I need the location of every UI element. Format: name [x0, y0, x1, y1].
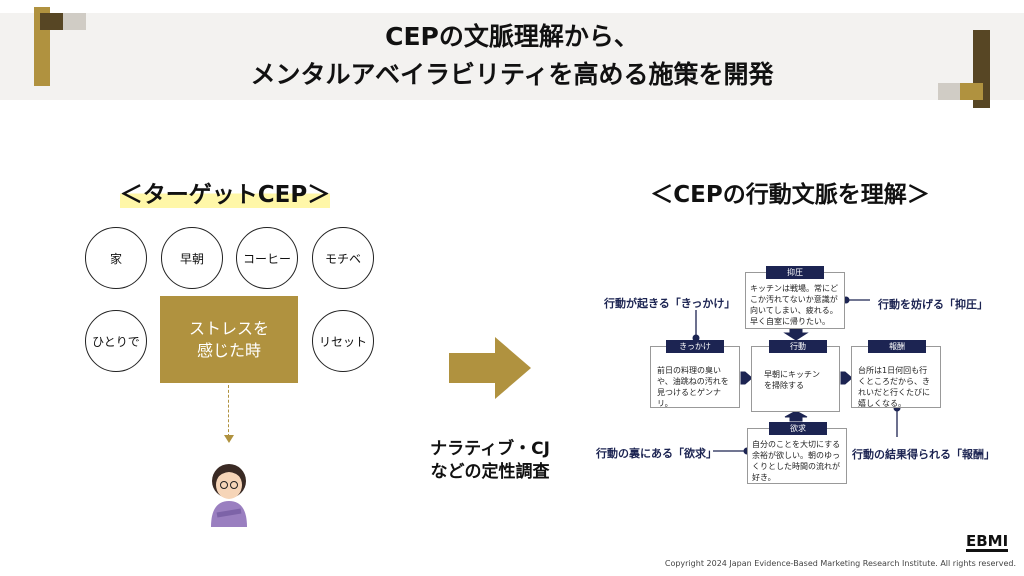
copyright-text: Copyright 2024 Japan Evidence-Based Mark…: [664, 559, 1016, 568]
arrow-down-icon: [783, 328, 809, 341]
trigger-label: きっかけ: [666, 340, 724, 353]
cep-circle: リセット: [312, 310, 374, 372]
action-box: 早朝にキッチンを掃除する: [751, 346, 840, 412]
big-right-arrow-icon: [449, 337, 531, 399]
deco-left-dark: [40, 13, 63, 30]
title-line-2: メンタルアベイラビリティを高める施策を開発: [250, 60, 774, 89]
desire-text: 自分のことを大切にする余裕が欲しい。朝のゆっくりとした時間の流れが好き。: [752, 440, 841, 482]
suppression-text: キッチンは戦場。常にどこか汚れてないか意識が向いてしまい、疲れる。早く自室に帰り…: [750, 284, 838, 326]
desire-box: 自分のことを大切にする余裕が欲しい。朝のゆっくりとした時間の流れが好き。: [747, 428, 847, 484]
desire-label: 欲求: [769, 422, 827, 435]
reward-label: 報酬: [868, 340, 926, 353]
dashed-arrow-line: [228, 385, 229, 437]
callout-reward: 行動の結果得られる「報酬」: [852, 448, 995, 461]
suppression-label: 抑圧: [766, 266, 824, 279]
research-method-label: ナラティブ・CJ などの定性調査: [400, 438, 580, 484]
reward-box: 台所は1日何回も行くところだから、きれいだと行くたびに嬉しくなる。: [851, 346, 941, 408]
deco-left-grey: [63, 13, 86, 30]
cep-circle: コーヒー: [236, 227, 298, 289]
ebmi-logo: EBMI: [966, 532, 1009, 552]
arrow-right-icon: [840, 371, 853, 385]
cep-circle: モチベ: [312, 227, 374, 289]
deco-right-grey: [938, 83, 960, 100]
person-illustration-icon: [211, 464, 247, 527]
trigger-text: 前日の料理の臭いや、油跳ねの汚れを見つけるとゲンナリ。: [657, 366, 729, 408]
reward-text: 台所は1日何回も行くところだから、きれいだと行くたびに嬉しくなる。: [858, 366, 930, 408]
callout-suppression: 行動を妨げる「抑圧」: [878, 298, 988, 311]
suppression-box: キッチンは戦場。常にどこか汚れてないか意識が向いてしまい、疲れる。早く自室に帰り…: [745, 272, 845, 329]
heading-text: ＜ターゲットCEP＞: [119, 182, 331, 208]
cep-circle: 早朝: [161, 227, 223, 289]
arrow-head-icon: [224, 435, 234, 443]
arrow-right-icon: [740, 371, 753, 385]
cep-circle: ひとりで: [85, 310, 147, 372]
page-title: CEPの文脈理解から、メンタルアベイラビリティを高める施策を開発: [0, 18, 1024, 94]
target-cep-heading: ＜ターゲットCEP＞: [80, 175, 370, 209]
action-text: 早朝にキッチンを掃除する: [764, 370, 820, 390]
target-cep-box: ストレスを感じた時: [160, 296, 298, 383]
cep-circle: 家: [85, 227, 147, 289]
arrow-up-icon: [784, 410, 808, 422]
center-line-1: ストレスを: [188, 318, 269, 338]
action-label: 行動: [769, 340, 827, 353]
trigger-box: 前日の料理の臭いや、油跳ねの汚れを見つけるとゲンナリ。: [650, 346, 740, 408]
method-line-1: ナラティブ・CJ: [430, 439, 550, 459]
header-band: [0, 13, 1024, 100]
center-line-2: 感じた時: [196, 340, 261, 360]
title-line-1: CEPの文脈理解から、: [385, 22, 639, 51]
deco-right-gold: [960, 83, 983, 100]
behavior-context-heading: ＜CEPの行動文脈を理解＞: [650, 182, 930, 208]
method-line-2: などの定性調査: [430, 462, 550, 482]
callout-trigger: 行動が起きる「きっかけ」: [604, 297, 736, 310]
callout-desire: 行動の裏にある「欲求」: [596, 447, 717, 460]
